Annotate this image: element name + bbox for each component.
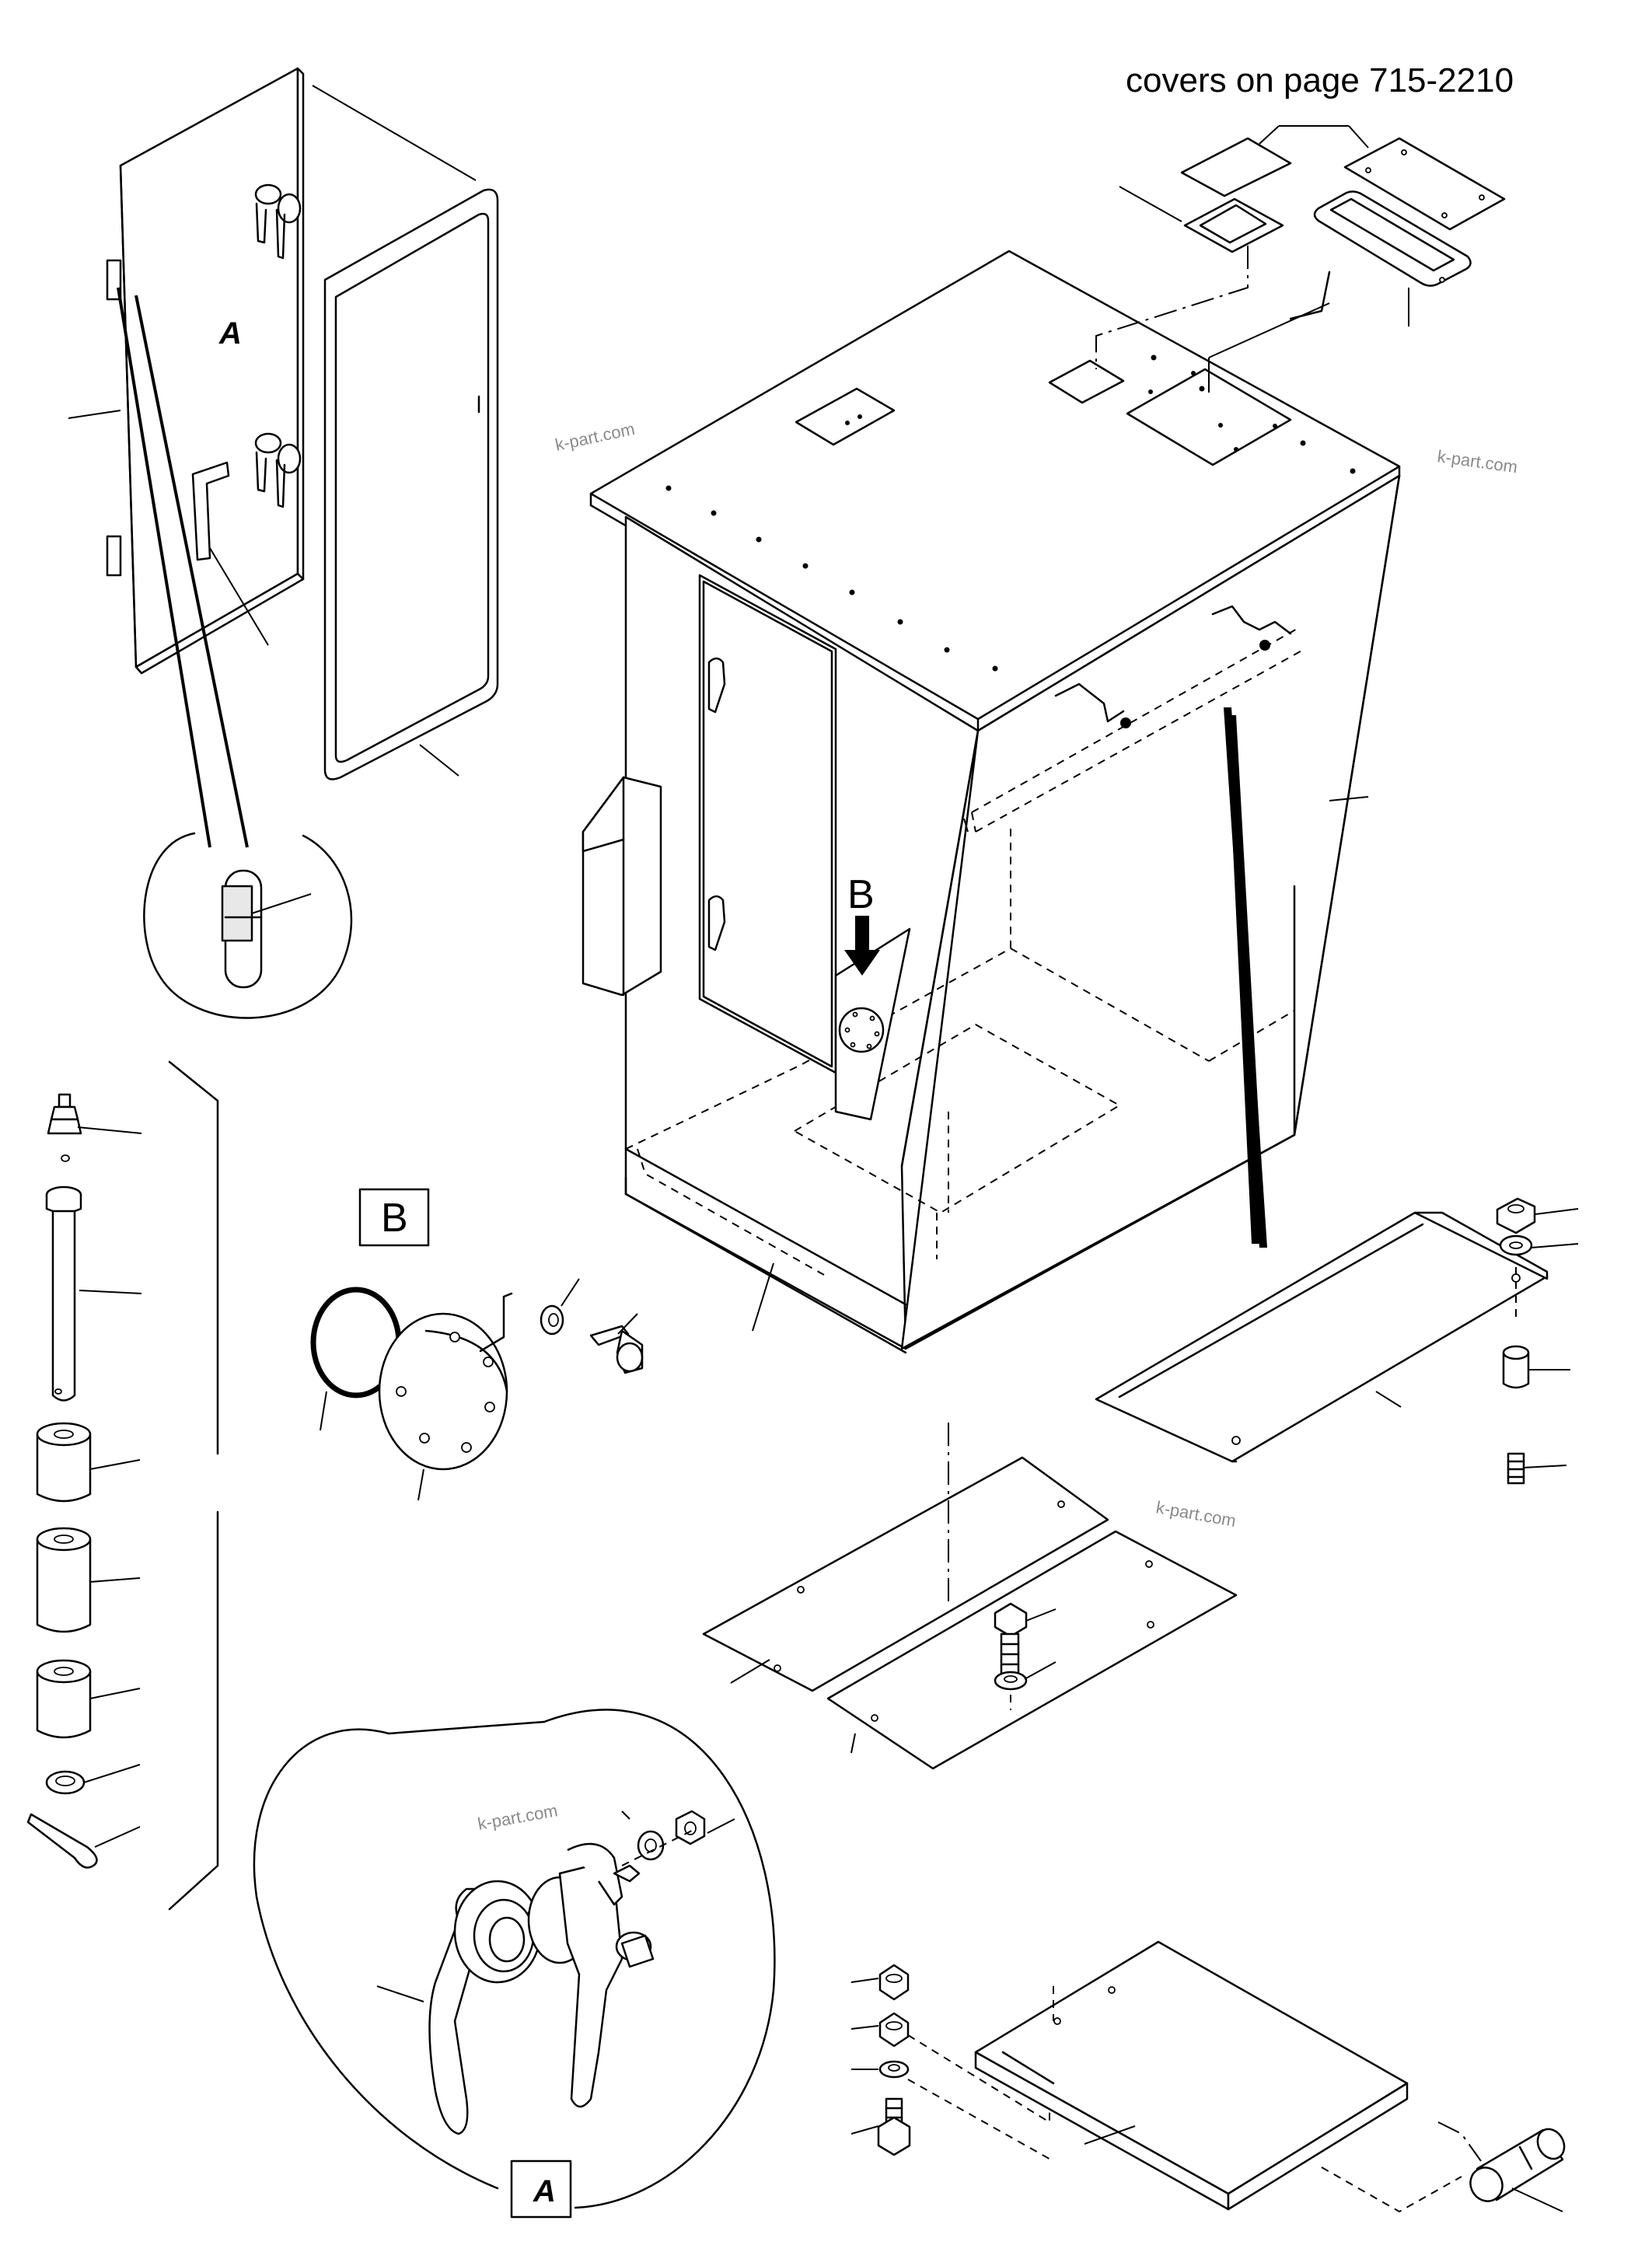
- group-bracket-lower: [168, 1510, 219, 1911]
- hinge-bushing-3: [36, 1659, 92, 1739]
- covers-reference-note: covers on page 715-2210: [1126, 61, 1514, 100]
- main-cabinet: B: [582, 250, 1401, 1354]
- floor-plate-left: [702, 1456, 1109, 1692]
- tray-mount-washer: [1499, 1234, 1533, 1256]
- cabinet-door: A: [106, 67, 305, 675]
- door-handle-upper: [254, 183, 302, 260]
- door-seal-frame: [323, 188, 499, 780]
- fastener-stack: [877, 1964, 911, 2156]
- bolt-b: [589, 1325, 644, 1374]
- handle-detail-a: A: [253, 1709, 776, 2219]
- hinge-detail: [117, 287, 353, 1019]
- tray-mount-nut: [1496, 1197, 1536, 1234]
- top-covers: [1180, 137, 1506, 287]
- lock-washer-b: [540, 1304, 564, 1335]
- watermark: k-part.com: [554, 419, 637, 455]
- hinge-washer: [45, 1770, 86, 1795]
- lid-rivets: [665, 354, 1356, 672]
- top-hatch-cutout: [1048, 359, 1125, 404]
- watermark: k-part.com: [1436, 446, 1518, 477]
- tray-mount-spacer: [1502, 1345, 1530, 1389]
- bottom-cover-panel: [974, 1940, 1409, 2211]
- cotter-pin: [26, 1813, 98, 1869]
- floor-plate-right: [826, 1530, 1238, 1770]
- side-electrical-box: [582, 776, 662, 997]
- floor-bolt: [994, 1602, 1028, 1678]
- watermark: k-part.com: [477, 1800, 560, 1834]
- handle-nut: [675, 1810, 706, 1845]
- grease-nipple: [47, 1093, 82, 1162]
- group-bracket-upper: [168, 1060, 219, 1455]
- tube-plug: [1469, 2128, 1566, 2202]
- hinge-bushing-2: [36, 1527, 92, 1633]
- top-hatch-left: [795, 387, 896, 446]
- detail-b-frame: [358, 1188, 430, 1247]
- hinge-pin: [45, 1185, 82, 1402]
- detail-a-label: A: [533, 2174, 556, 2208]
- detail-a-frame: [510, 2159, 572, 2219]
- cover-plate-small: [1180, 137, 1292, 197]
- door-handle-lower: [254, 432, 302, 508]
- floor-plates: [702, 1423, 1238, 1770]
- tray-mount-stud: [1507, 1452, 1525, 1485]
- handle-washer: [637, 1830, 665, 1861]
- cover-plate-large: [1343, 137, 1506, 231]
- drip-tray: [1095, 1211, 1549, 1463]
- hinge-bushing-1: [36, 1422, 92, 1503]
- cover-b-flange: [378, 1312, 508, 1471]
- floor-bolt-washer: [994, 1671, 1028, 1691]
- view-b-arrow-label: B: [847, 872, 875, 917]
- detail-b-label: B: [381, 1196, 408, 1241]
- door-retaining-bar: [191, 461, 230, 561]
- watermark: k-part.com: [1154, 1497, 1238, 1531]
- view-b-arrow: [844, 916, 880, 976]
- door-detail-label: A: [218, 316, 242, 351]
- top-hatch-right: [1126, 368, 1292, 466]
